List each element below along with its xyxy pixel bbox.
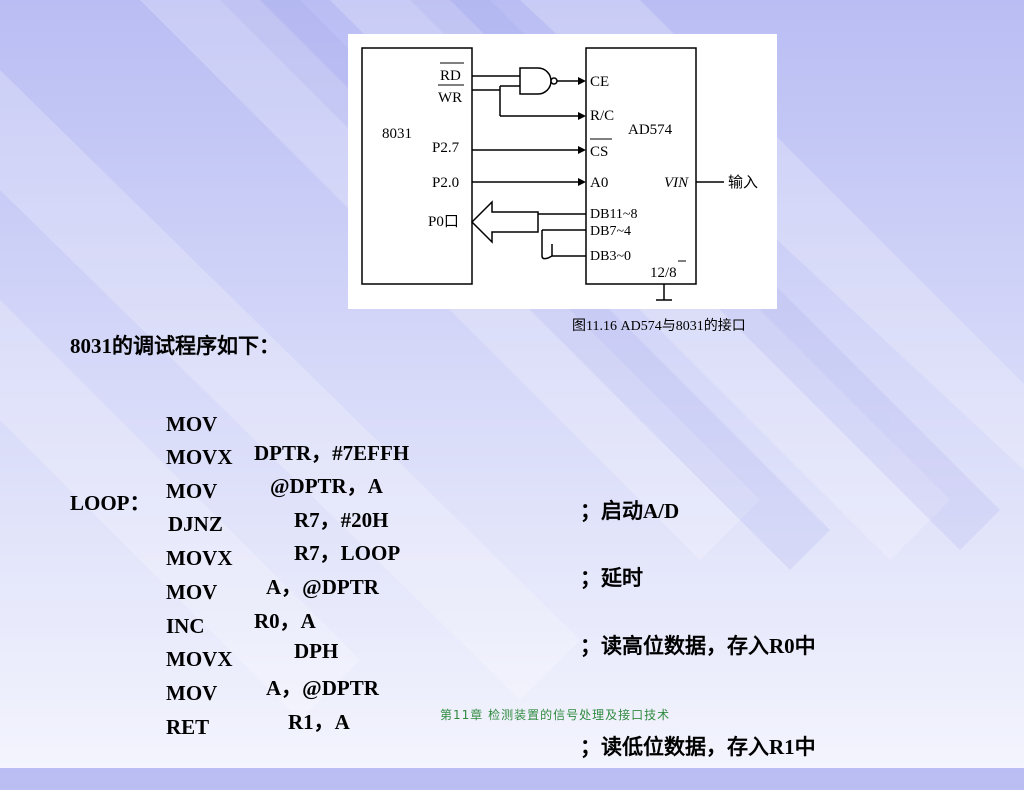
code-operand: R7，#20H [294, 508, 389, 532]
pin-rc-label: R/C [590, 108, 614, 124]
code-op: RET [166, 715, 210, 739]
code-label: LOOP： [70, 491, 151, 515]
pin-ce-label: CE [590, 74, 609, 90]
code-operand: R7，LOOP [294, 541, 401, 565]
pin-p27-label: P2.7 [432, 140, 460, 156]
code-operand: A，@DPTR [266, 676, 379, 700]
code-comment: ；启动A/D [580, 499, 680, 523]
figure-caption: 图11.16 AD574与8031的接口 [572, 319, 746, 334]
code-operand: R0，A [254, 609, 316, 633]
code-line-6: MOV R0，A ；读高位数据，存入R0中 [70, 530, 816, 658]
code-line-2: MOVX @DPTR，A ；启动A/D [70, 395, 679, 523]
code-line-3: MOV R7，#20H [70, 429, 389, 532]
code-line-7: INC DPH [70, 564, 338, 663]
data-bus-arrow [470, 200, 539, 244]
code-op: MOVX [166, 445, 233, 469]
code-line-10: RET [70, 665, 209, 739]
chip-ad574-box [585, 47, 697, 285]
pin-db118-label: DB11~8 [590, 207, 638, 222]
nand-gate [519, 67, 552, 95]
pin-12-8-label: 12/8 [650, 265, 677, 281]
code-op: MOV [166, 479, 218, 503]
code-operand: R1，A [288, 710, 350, 734]
pin-p0-label: P0口 [428, 214, 459, 230]
code-op: DJNZ [168, 512, 223, 536]
pin-p20-label: P2.0 [432, 175, 459, 191]
input-label: 输入 [728, 174, 758, 191]
code-line-1: MOV DPTR，#7EFFH [70, 362, 409, 465]
code-operand: @DPTR，A [270, 474, 383, 498]
code-op: INC [166, 614, 205, 638]
code-comment: ；读高位数据，存入R0中 [580, 634, 816, 658]
code-op: MOV [166, 580, 218, 604]
code-line-5: MOVX A，@DPTR [70, 496, 379, 599]
pin-rd-label: RD [440, 68, 461, 84]
chip-8031-label: 8031 [382, 126, 412, 142]
code-operand: DPTR，#7EFFH [254, 441, 410, 465]
code-op: MOVX [166, 546, 233, 570]
program-title: 8031的调试程序如下： [70, 334, 280, 358]
code-operand: DPH [294, 639, 339, 663]
pin-db30-label: DB3~0 [590, 249, 631, 264]
code-line-4: LOOP： DJNZ R7，LOOP ；延时 [70, 462, 643, 590]
chip-8031-box [361, 47, 473, 285]
code-operand: A，@DPTR [266, 575, 379, 599]
code-comment: ；延时 [580, 566, 643, 590]
code-op: MOV [166, 681, 218, 705]
code-op: MOV [166, 412, 218, 436]
code-op: MOVX [166, 647, 233, 671]
circuit-svg: 8031 RD WR P2.7 P2.0 P0口 CE R/C AD574 CS… [361, 47, 758, 301]
pin-a0-label: A0 [590, 175, 608, 191]
code-line-9: MOV R1，A ；读低位数据，存入R1中 [70, 631, 816, 759]
pin-db74-label: DB7~4 [590, 224, 631, 239]
chapter-footer: 第11章 检测装置的信号处理及接口技术 [440, 708, 671, 722]
pin-wr-label: WR [438, 90, 462, 106]
pin-vin-label: VIN [664, 175, 689, 191]
chip-ad574-label: AD574 [628, 122, 673, 138]
code-comment: ；读低位数据，存入R1中 [580, 735, 816, 759]
code-line-8: MOVX A，@DPTR [70, 597, 379, 700]
pin-cs-label: CS [590, 144, 608, 160]
circuit-diagram: 8031 RD WR P2.7 P2.0 P0口 CE R/C AD574 CS… [348, 34, 777, 309]
